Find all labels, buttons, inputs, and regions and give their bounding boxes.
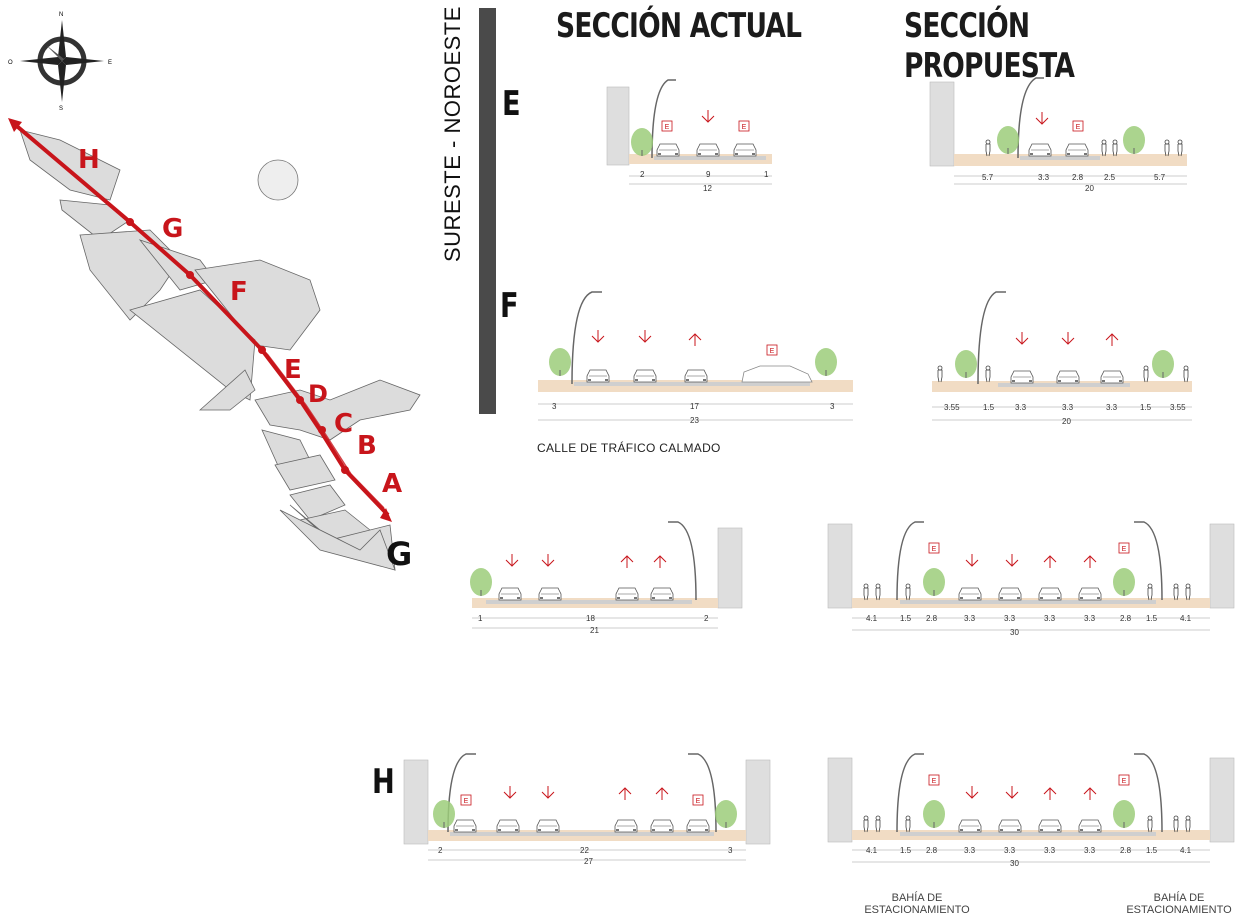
parking-bay-label-left: BAHÍA DE ESTACIONAMIENTO <box>864 892 970 916</box>
map-end-label: G <box>386 535 412 573</box>
dim-f-prop-0: 3.55 <box>944 403 960 412</box>
dim-f-cur-2: 3 <box>830 402 835 411</box>
section-3-current <box>469 521 743 629</box>
dim-h-prop-8: 1.5 <box>1146 846 1158 855</box>
dim-e-cur-2: 1 <box>764 170 769 179</box>
dim-f-prop-3: 3.3 <box>1062 403 1074 412</box>
dim-f-prop-2: 3.3 <box>1015 403 1027 412</box>
compass-o: O <box>8 60 13 66</box>
dim-f-prop-1: 1.5 <box>983 403 995 412</box>
dim-e-cur-1: 9 <box>706 170 711 179</box>
dim-f-prop-total: 20 <box>1062 417 1071 426</box>
dim-3-prop-9: 4.1 <box>1180 614 1192 623</box>
dim-e-prop-0: 5.7 <box>982 173 994 182</box>
dim-h-cur-0: 2 <box>438 846 443 855</box>
dim-h-prop-7: 2.8 <box>1120 846 1132 855</box>
dim-h-prop-9: 4.1 <box>1180 846 1192 855</box>
dim-3-prop-4: 3.3 <box>1004 614 1016 623</box>
map-label-d: D <box>308 380 328 408</box>
dim-h-prop-1: 1.5 <box>900 846 912 855</box>
dim-3-prop-1: 1.5 <box>900 614 912 623</box>
dim-3-cur-1: 18 <box>586 614 595 623</box>
dim-h-prop-total: 30 <box>1010 859 1019 868</box>
dim-3-prop-7: 2.8 <box>1120 614 1132 623</box>
dim-3-cur-2: 2 <box>704 614 709 623</box>
dim-h-prop-5: 3.3 <box>1044 846 1056 855</box>
dim-3-prop-6: 3.3 <box>1084 614 1096 623</box>
dim-e-prop-4: 5.7 <box>1154 173 1166 182</box>
calm-traffic-caption: CALLE DE TRÁFICO CALMADO <box>537 441 721 455</box>
map-label-b: B <box>357 431 377 461</box>
compass-s: S <box>59 106 63 112</box>
dim-f-cur-0: 3 <box>552 402 557 411</box>
map-label-c: C <box>334 409 353 439</box>
dim-e-prop-3: 2.5 <box>1104 173 1116 182</box>
compass-n: N <box>59 12 63 18</box>
map-label-h: H <box>78 145 100 175</box>
dim-3-prop-2: 2.8 <box>926 614 938 623</box>
dim-3-prop-total: 30 <box>1010 628 1019 637</box>
parking-bay-label-right: BAHÍA DE ESTACIONAMIENTO <box>1126 892 1232 916</box>
dim-3-cur-0: 1 <box>478 614 483 623</box>
dim-e-prop-1: 3.3 <box>1038 173 1050 182</box>
direction-bar <box>479 8 496 414</box>
row-letter-h: H <box>372 762 395 802</box>
dim-3-prop-8: 1.5 <box>1146 614 1158 623</box>
dim-h-prop-4: 3.3 <box>1004 846 1016 855</box>
section-3-proposed <box>827 521 1235 631</box>
dim-h-prop-3: 3.3 <box>964 846 976 855</box>
section-e-current <box>606 79 772 185</box>
dim-e-prop-2: 2.8 <box>1072 173 1084 182</box>
dim-f-prop-5: 1.5 <box>1140 403 1152 412</box>
section-e-proposed <box>929 77 1187 185</box>
dim-f-cur-1: 17 <box>690 402 699 411</box>
dim-h-prop-0: 4.1 <box>866 846 878 855</box>
dim-f-prop-4: 3.3 <box>1106 403 1118 412</box>
map-label-e: E <box>284 355 302 385</box>
dim-h-cur-1: 22 <box>580 846 589 855</box>
dim-h-cur-2: 3 <box>728 846 733 855</box>
section-f-proposed <box>932 291 1192 421</box>
compass-rose-icon: N S O E <box>8 12 112 112</box>
row-letter-e: E <box>502 84 521 124</box>
dim-3-cur-total: 21 <box>590 626 599 635</box>
map-label-g: G <box>162 214 183 244</box>
dim-f-prop-6: 3.55 <box>1170 403 1186 412</box>
map-label-a: A <box>382 469 402 499</box>
heading-current-section: SECCIÓN ACTUAL <box>556 6 802 46</box>
map-label-f: F <box>230 277 248 307</box>
dim-e-cur-total: 12 <box>703 184 712 193</box>
dim-h-prop-2: 2.8 <box>926 846 938 855</box>
dim-3-prop-0: 4.1 <box>866 614 878 623</box>
site-map: H G F E D C B A G <box>8 118 421 573</box>
dim-f-cur-total: 23 <box>690 416 699 425</box>
dim-e-prop-total: 20 <box>1085 184 1094 193</box>
dim-3-prop-3: 3.3 <box>964 614 976 623</box>
dim-h-prop-6: 3.3 <box>1084 846 1096 855</box>
section-h-proposed <box>827 753 1235 863</box>
dim-e-cur-0: 2 <box>640 170 645 179</box>
dim-h-cur-total: 27 <box>584 857 593 866</box>
heading-proposed-section: SECCIÓN PROPUESTA <box>904 6 1075 86</box>
section-f-current <box>538 291 853 421</box>
section-h-current <box>403 753 771 861</box>
row-letter-f: F <box>500 286 519 326</box>
compass-e: E <box>108 60 112 66</box>
dim-3-prop-5: 3.3 <box>1044 614 1056 623</box>
